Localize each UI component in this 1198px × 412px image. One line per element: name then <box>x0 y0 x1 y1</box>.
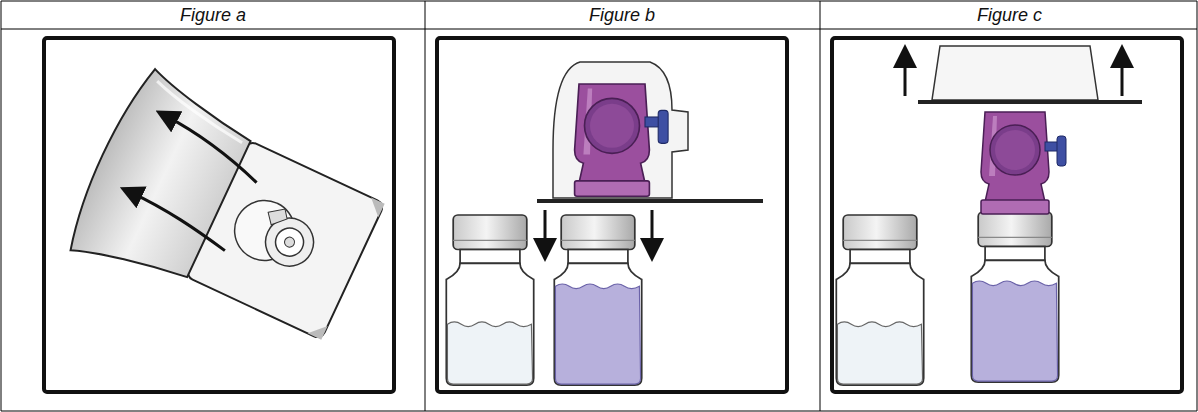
purple-vial <box>554 215 641 385</box>
purple-vial <box>971 212 1058 382</box>
down-arrow <box>545 210 652 250</box>
attached-adapter <box>981 112 1066 214</box>
clear-vial <box>836 215 923 385</box>
panel-frame <box>44 38 1182 392</box>
lifted-package <box>918 46 1142 102</box>
package-peel <box>60 64 395 362</box>
up-arrow <box>905 56 1122 96</box>
column-header: Figure c <box>977 4 1042 26</box>
clear-vial <box>446 215 533 385</box>
column-header: Figure a <box>180 4 246 26</box>
package-with-adapter <box>537 62 763 201</box>
column-header: Figure b <box>589 4 655 26</box>
